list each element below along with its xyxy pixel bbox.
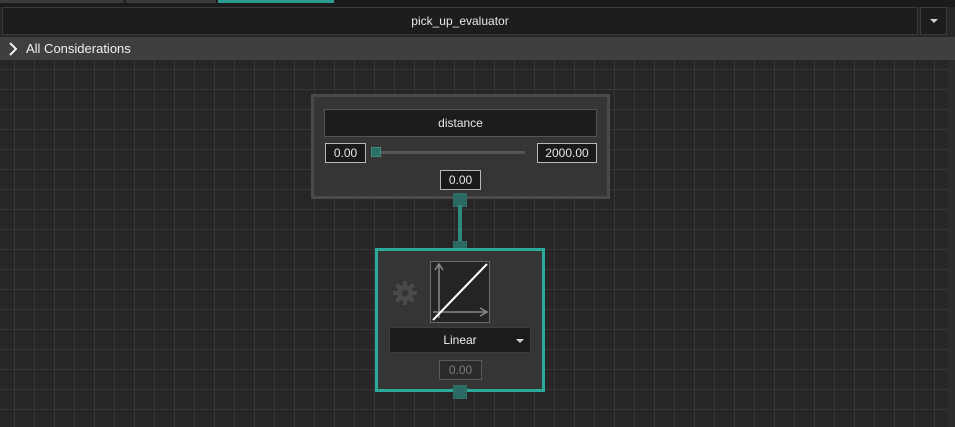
input-value-field[interactable]: 0.00 xyxy=(440,170,481,190)
evaluator-dropdown[interactable]: pick_up_evaluator xyxy=(2,7,918,35)
evaluator-dropdown-button[interactable] xyxy=(920,7,947,35)
gear-icon[interactable] xyxy=(392,280,418,306)
tab-strip xyxy=(0,0,955,7)
input-field-label: distance xyxy=(438,116,483,130)
curve-output-field: 0.00 xyxy=(439,360,482,380)
considerations-label: All Considerations xyxy=(26,41,131,56)
curve-type-dropdown[interactable]: Linear xyxy=(389,327,531,353)
evaluator-dropdown-value: pick_up_evaluator xyxy=(411,14,509,28)
curve-preview-graph xyxy=(430,261,490,323)
range-slider-track[interactable] xyxy=(373,151,525,154)
tab-2[interactable] xyxy=(126,0,216,3)
curve-node-output-port[interactable] xyxy=(453,385,467,399)
chevron-down-icon xyxy=(929,19,938,23)
canvas-scrollbar[interactable] xyxy=(948,60,955,427)
connection-wire xyxy=(458,205,462,243)
range-slider-handle[interactable] xyxy=(371,147,381,157)
curve-type-value: Linear xyxy=(443,333,477,347)
input-field-name[interactable]: distance xyxy=(324,109,597,137)
tab-active[interactable] xyxy=(218,0,334,3)
tab-1[interactable] xyxy=(0,0,124,3)
range-max-field[interactable]: 2000.00 xyxy=(537,143,597,163)
considerations-header[interactable]: All Considerations xyxy=(0,37,955,60)
chevron-down-icon xyxy=(516,339,524,343)
range-min-field[interactable]: 0.00 xyxy=(325,143,366,163)
chevron-right-icon[interactable] xyxy=(8,41,20,56)
